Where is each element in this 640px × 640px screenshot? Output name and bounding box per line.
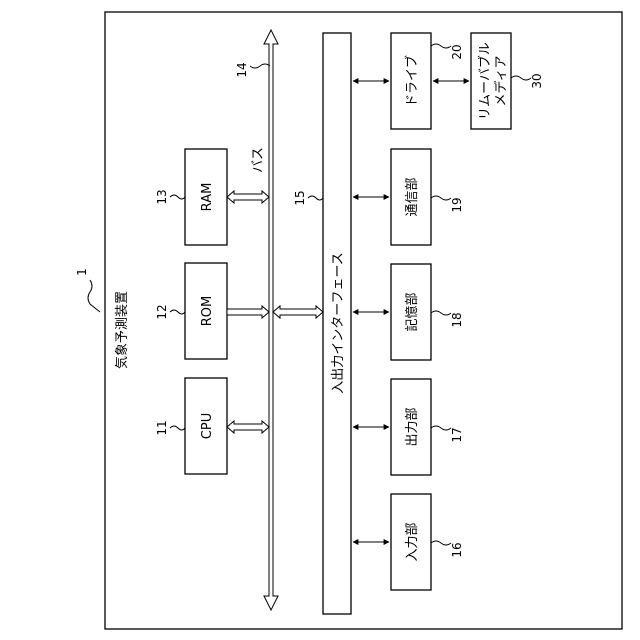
bus-label: バス (251, 147, 266, 173)
drive-label: ドライブ (404, 55, 420, 107)
ram-label: RAM (200, 183, 215, 212)
comm-label: 通信部 (405, 177, 420, 216)
output-label: 出力部 (405, 407, 420, 446)
cpu-ref: 11 (155, 420, 169, 435)
block-ram: RAM (185, 149, 227, 245)
io-interface-label: 入出力インターフェース (331, 252, 346, 394)
ram-bus-connector (227, 191, 269, 203)
media-label-line2: メディア (493, 55, 509, 106)
cpu-leader (170, 426, 185, 430)
rom-bus-connector (227, 306, 269, 318)
comm-leader (431, 196, 451, 200)
cpu-label: CPU (200, 413, 215, 439)
device-ref: 1 (75, 268, 89, 276)
bus-ref: 14 (235, 62, 249, 77)
block-cpu: CPU (185, 378, 227, 474)
media-leader (511, 76, 531, 80)
rom-label: ROM (200, 296, 215, 326)
input-leader (431, 541, 451, 545)
output-ref: 17 (450, 427, 464, 442)
ram-leader (170, 195, 185, 199)
storage-ref: 18 (450, 312, 464, 327)
block-drive: ドライブ (391, 33, 431, 129)
drive-ref: 20 (450, 44, 464, 59)
media-label-line1: リムーバブル (477, 42, 493, 120)
device-title: 気象予測装置 (114, 291, 130, 369)
input-label: 入力部 (405, 522, 420, 561)
storage-leader (431, 311, 451, 315)
drive-leader (431, 44, 451, 48)
bus-leader (250, 64, 270, 68)
io-interface-leader (308, 196, 323, 200)
rom-leader (170, 310, 185, 314)
ram-ref: 13 (155, 189, 169, 204)
block-rom: ROM (185, 263, 227, 359)
block-output: 出力部 (391, 379, 431, 475)
block-io-interface: 入出力インターフェース (323, 33, 351, 614)
output-leader (431, 426, 451, 430)
storage-label: 記憶部 (404, 292, 420, 331)
block-input: 入力部 (391, 494, 431, 590)
rom-ref: 12 (155, 304, 169, 319)
cpu-bus-connector (227, 421, 269, 433)
device-frame (105, 12, 622, 629)
input-ref: 16 (450, 542, 464, 557)
device-leader (88, 280, 100, 312)
block-comm: 通信部 (391, 149, 431, 245)
bus-io-connector (273, 306, 323, 318)
media-ref: 30 (530, 73, 544, 88)
bus-arrow (264, 30, 278, 610)
io-interface-ref: 15 (293, 190, 307, 205)
block-removable-media: リムーバブル メディア (471, 33, 511, 129)
block-storage: 記憶部 (391, 264, 431, 360)
comm-ref: 19 (450, 197, 464, 212)
